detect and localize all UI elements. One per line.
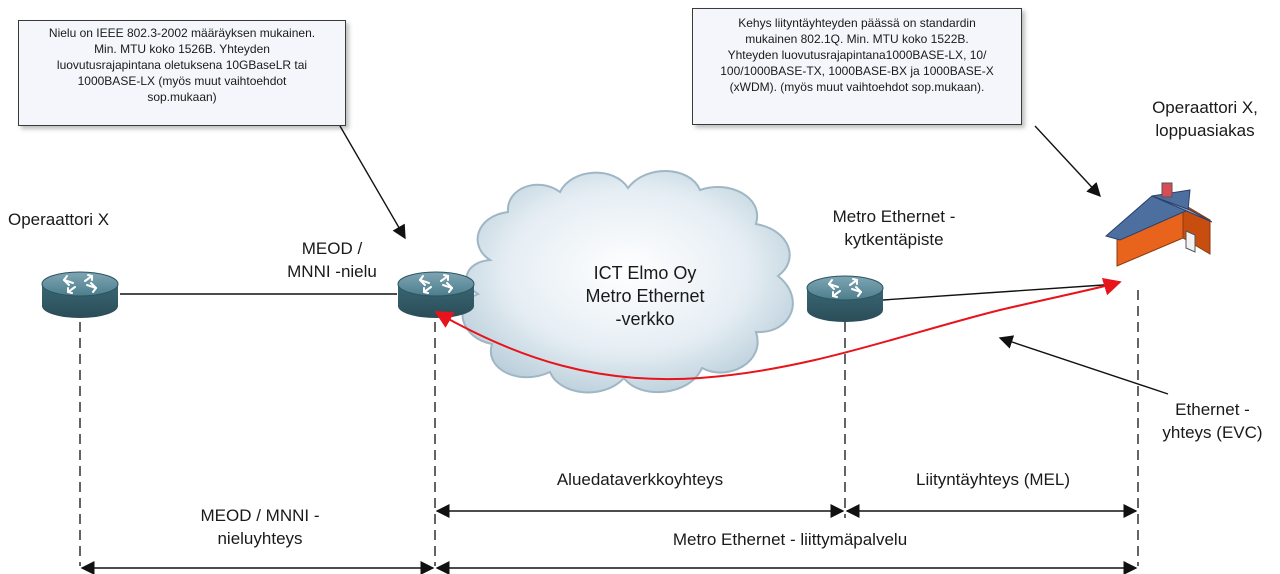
evc-path [434,278,1122,381]
label-evc: Ethernet - yhteys (EVC) [1150,398,1275,444]
note-right-line: 100/1000BASE-TX, 1000BASE-BX ja 1000BASE… [720,64,994,78]
house-icon [1104,182,1213,267]
label-switch-point-line: kytkentäpiste [844,230,944,249]
label-end-customer-line: Operaattori X, [1152,98,1258,117]
callout-arrow-right [1034,125,1101,198]
note-right: Kehys liityntäyhteyden päässä on standar… [692,8,1022,125]
note-right-line: Kehys liityntäyhteyden päässä on standar… [738,16,976,30]
label-cloud-line: -verkko [615,309,675,329]
label-meod-sink-line: MEOD / [301,239,363,258]
label-access-service-text: Metro Ethernet - liittymäpalvelu [672,530,908,549]
label-access-service: Metro Ethernet - liittymäpalvelu [580,528,1000,551]
router-icon [397,271,475,319]
label-operator-x-text: Operaattori X [8,210,110,229]
label-end-customer: Operaattori X, loppuasiakas [1140,96,1270,142]
router-icon [806,275,884,323]
label-switch-point-line: Metro Ethernet - [832,207,956,226]
label-cloud-line: Metro Ethernet [585,286,705,306]
label-access-link: Liityntäyhteys (MEL) [878,468,1108,491]
label-regional-link: Aluedataverkkoyhteys [510,468,770,491]
note-left: Nielu on IEEE 802.3-2002 määräyksen muka… [18,20,346,126]
label-access-link-text: Liityntäyhteys (MEL) [916,470,1070,489]
note-left-line: luovutusrajapintana oletuksena 10GBaseLR… [56,58,308,72]
callout-arrow-left [339,125,406,240]
label-evc-line: Ethernet - [1175,400,1250,419]
note-left-line: Min. MTU koko 1526B. Yhteyden [94,42,270,56]
note-left-line: 1000BASE-LX (myös muut vaihtoehdot [77,74,287,88]
label-operator-x: Operaattori X [8,208,109,231]
note-left-line: Nielu on IEEE 802.3-2002 määräyksen muka… [48,26,316,40]
note-right-line: Yhteyden luovutusrajapintana1000BASE-LX,… [727,48,987,62]
label-sink-link: MEOD / MNNI - nieluyhteys [160,504,360,550]
label-sink-link-line: nieluyhteys [217,529,303,548]
label-sink-link-line: MEOD / MNNI - [200,506,320,525]
evc-pointer-arrow [998,335,1169,395]
label-switch-point: Metro Ethernet - kytkentäpiste [804,205,984,251]
note-right-line: (xWDM). (myös muut vaihtoehdot sop.mukaa… [729,80,985,94]
note-right-line: mukainen 802.1Q. Min. MTU koko 1522B. [745,32,969,46]
label-evc-line: yhteys (EVC) [1162,423,1263,442]
label-meod-sink: MEOD / MNNI -nielu [262,237,402,283]
label-meod-sink-line: MNNI -nielu [287,262,377,281]
label-cloud-line: ICT Elmo Oy [593,263,697,283]
note-left-line: sop.mukaan) [147,90,217,104]
label-end-customer-line: loppuasiakas [1155,121,1255,140]
router-icon [41,271,119,319]
label-regional-link-text: Aluedataverkkoyhteys [556,470,724,489]
label-cloud: ICT Elmo Oy Metro Ethernet -verkko [560,262,730,331]
